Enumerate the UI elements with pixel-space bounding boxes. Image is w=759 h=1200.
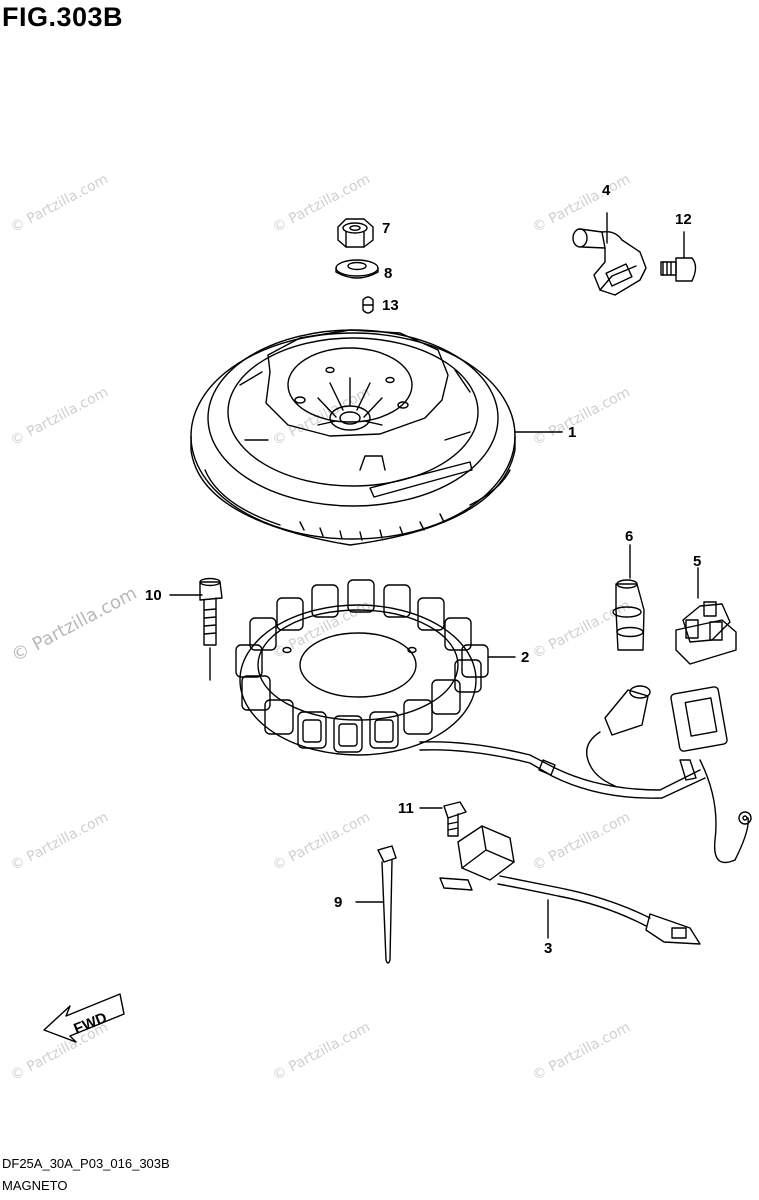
- part-7-nut: [337, 218, 374, 248]
- part-8-washer: [335, 259, 379, 279]
- part-10-bolt: [169, 577, 223, 681]
- callout-11: 11: [398, 800, 414, 817]
- part-1-flywheel: [190, 329, 563, 546]
- part-3-sensor: [439, 825, 701, 945]
- part-4-sensor: [572, 212, 647, 296]
- callout-5: 5: [693, 553, 702, 570]
- callout-7: 7: [382, 220, 391, 237]
- callout-9: 9: [334, 894, 343, 911]
- fwd-arrow-icon: FWD: [43, 993, 125, 1043]
- callout-10: 10: [145, 587, 162, 604]
- part-5-connector: [675, 567, 737, 665]
- figure-title: FIG.303B: [2, 2, 124, 32]
- diagram-name: MAGNETO: [2, 1178, 68, 1193]
- callout-13: 13: [382, 297, 399, 314]
- stator-harness: [586, 685, 752, 864]
- callout-2: 2: [521, 649, 530, 666]
- callout-8: 8: [384, 265, 393, 282]
- part-9-cable-tie: [355, 845, 397, 964]
- callout-12: 12: [675, 211, 692, 228]
- part-13-key: [362, 296, 374, 314]
- callout-1: 1: [568, 424, 577, 441]
- callout-3: 3: [544, 940, 553, 957]
- part-2-stator: [235, 579, 706, 799]
- diagram-code: DF25A_30A_P03_016_303B: [2, 1156, 170, 1171]
- part-6-cap: [612, 544, 645, 651]
- callout-6: 6: [625, 528, 634, 545]
- part-11-bolt: [419, 801, 467, 837]
- part-12-bolt: [660, 231, 697, 282]
- callout-4: 4: [602, 182, 611, 199]
